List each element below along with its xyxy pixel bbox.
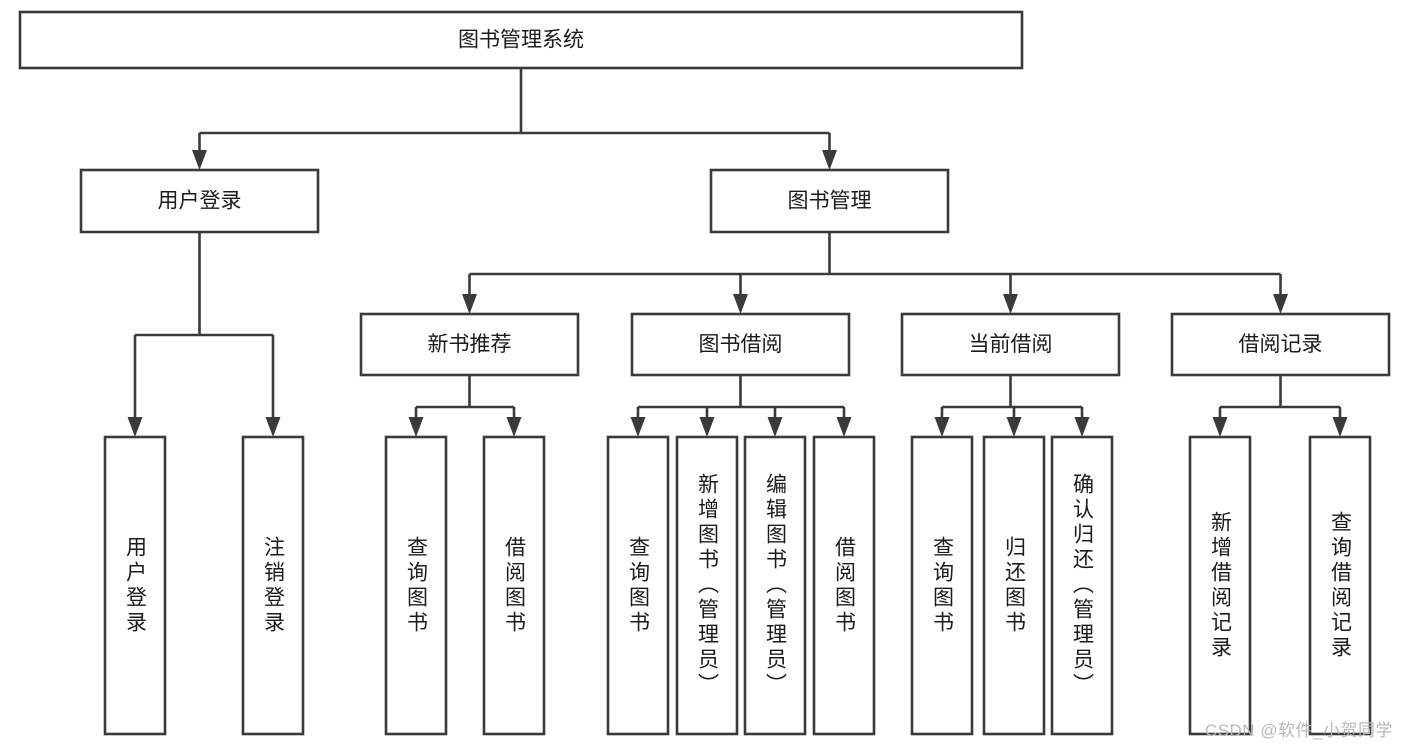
edge-borrow-record-leaf-add-record-arrowhead — [1212, 417, 1228, 437]
node-leaf-query-record[interactable] — [1308, 435, 1372, 736]
edge-user-login-leaf2-arrowhead — [265, 417, 281, 437]
node-leaf-confirm-return[interactable] — [1050, 435, 1114, 736]
edge-book-borrow-leaf-edit-book-arrowhead — [767, 417, 783, 437]
node-book-manage-label: 图书管理 — [788, 190, 872, 213]
edge-book-borrow-leaf-add-book-arrowhead — [699, 417, 715, 437]
node-borrow-record[interactable] — [1170, 312, 1391, 377]
node-book-borrow-label: 图书借阅 — [699, 333, 783, 356]
edge-current-borrow-leaf-return-book-arrowhead — [1006, 417, 1022, 437]
node-root-label: 图书管理系统 — [458, 29, 584, 52]
edge-current-borrow-leaf-confirm-return-arrowhead — [1074, 417, 1090, 437]
edge-root-book-manage-arrowhead — [822, 150, 837, 170]
node-current-borrow-label: 当前借阅 — [969, 333, 1053, 356]
node-leaf-borrow-book-2[interactable] — [812, 435, 876, 736]
edge-user-login-leaf1-arrowhead — [127, 417, 143, 437]
node-leaf-user-login[interactable] — [103, 435, 167, 736]
edge-current-borrow-leaf-query-book-3-arrowhead — [934, 417, 950, 437]
edge-book-manage-current-borrow-arrowhead — [1003, 294, 1018, 314]
node-book-borrow[interactable] — [630, 312, 851, 377]
edge-book-borrow-leaf-borrow-book-2-arrowhead — [836, 417, 852, 437]
connector-group — [127, 68, 1348, 437]
node-leaf-query-book-1[interactable] — [384, 435, 448, 736]
node-leaf-user-logout[interactable] — [241, 435, 305, 736]
edge-book-manage-book-borrow-arrowhead — [733, 294, 748, 314]
edge-root-user-login-arrowhead — [192, 150, 207, 170]
node-leaf-borrow-book-1[interactable] — [482, 435, 546, 736]
node-leaf-add-record[interactable] — [1188, 435, 1252, 736]
edge-book-manage-borrow-record-arrowhead — [1273, 294, 1288, 314]
node-user-login-label: 用户登录 — [158, 190, 242, 213]
node-leaf-return-book[interactable] — [982, 435, 1046, 736]
node-book-manage[interactable] — [709, 168, 950, 234]
edge-book-borrow-leaf-query-book-2-arrowhead — [630, 417, 646, 437]
node-new-book-rec[interactable] — [359, 312, 580, 377]
edge-book-manage-new-book-rec-arrowhead — [462, 294, 477, 314]
node-current-borrow[interactable] — [900, 312, 1121, 377]
edge-new-book-rec-leaf-borrow-book-1-arrowhead — [506, 417, 522, 437]
edge-borrow-record-leaf-query-record-arrowhead — [1332, 417, 1348, 437]
node-leaf-add-book[interactable] — [675, 435, 739, 736]
node-leaf-query-book-3[interactable] — [910, 435, 974, 736]
node-new-book-rec-label: 新书推荐 — [428, 333, 512, 356]
node-user-login[interactable] — [79, 168, 320, 234]
node-box-group — [18, 10, 1391, 736]
node-borrow-record-label: 借阅记录 — [1239, 333, 1323, 356]
node-leaf-edit-book[interactable] — [743, 435, 807, 736]
node-leaf-query-book-2[interactable] — [606, 435, 670, 736]
node-root[interactable] — [18, 10, 1024, 70]
edge-new-book-rec-leaf-query-book-1-arrowhead — [408, 417, 424, 437]
